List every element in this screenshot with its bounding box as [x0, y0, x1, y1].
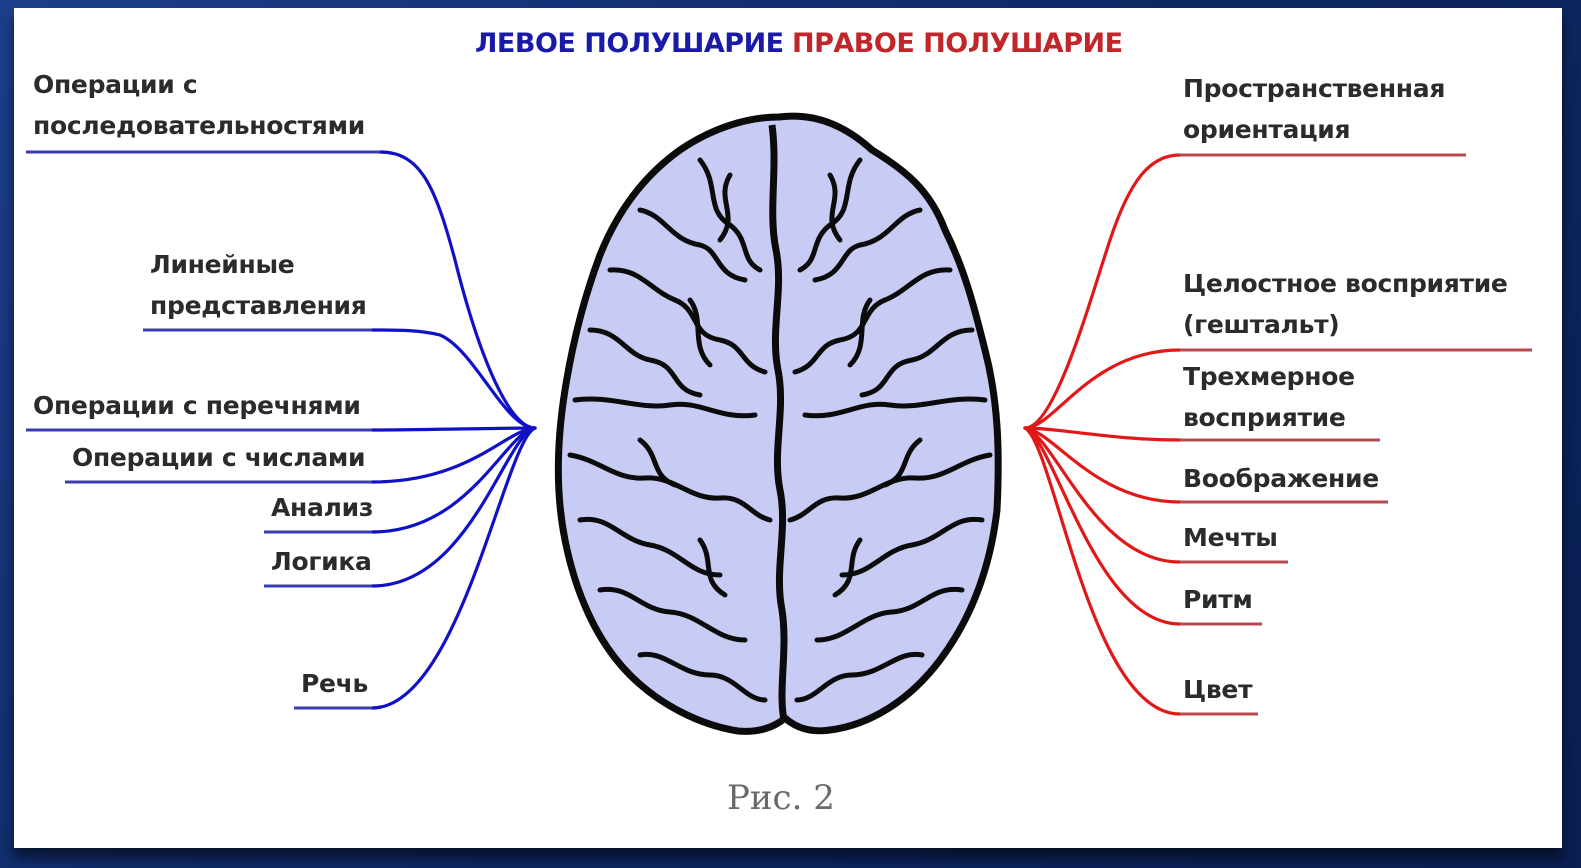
svg-text:Речь: Речь [301, 669, 368, 698]
left-fiber-5 [370, 426, 537, 534]
left-fiber-6 [370, 426, 537, 588]
left-fiber-2 [370, 328, 537, 430]
svg-text:Пространственная: Пространственная [1183, 74, 1445, 103]
left-item-sequences: Операции с последовательностями [26, 70, 380, 154]
left-fiber-3 [370, 426, 537, 432]
svg-text:Операции с: Операции с [33, 70, 197, 99]
right-item-3d-perception: Трехмерное восприятие [1180, 362, 1380, 442]
right-hemisphere-sulci [787, 157, 993, 703]
left-hemisphere-header: ЛЕВОЕ ПОЛУШАРИЕ [475, 28, 784, 59]
left-item-linear-representations: Линейные представления [143, 250, 372, 332]
right-fiber-1 [1023, 153, 1182, 430]
right-hemisphere-header: ПРАВОЕ ПОЛУШАРИЕ [792, 28, 1123, 59]
left-item-logic: Логика [264, 547, 372, 588]
left-item-numbers: Операции с числами [65, 443, 372, 484]
right-fiber-7 [1023, 426, 1182, 716]
left-hemisphere-sulci [567, 157, 773, 703]
left-item-speech: Речь [294, 669, 372, 710]
left-connection-fibers [370, 150, 537, 710]
left-fiber-7 [370, 426, 537, 710]
svg-text:(гештальт): (гештальт) [1183, 310, 1339, 339]
right-item-imagination: Воображение [1180, 464, 1388, 504]
right-fiber-2 [1023, 348, 1182, 430]
right-fiber-5 [1023, 426, 1182, 564]
left-fiber-4 [370, 426, 537, 484]
svg-text:Анализ: Анализ [271, 493, 373, 522]
svg-text:последовательностями: последовательностями [33, 111, 365, 140]
right-connection-fibers [1023, 153, 1182, 716]
right-item-dreams: Мечты [1180, 523, 1288, 564]
svg-text:Мечты: Мечты [1183, 523, 1278, 552]
right-fiber-6 [1023, 426, 1182, 626]
svg-text:восприятие: восприятие [1183, 403, 1346, 432]
left-item-analysis: Анализ [264, 493, 373, 534]
brain-illustration [554, 112, 1002, 735]
left-fiber-1 [378, 150, 537, 430]
figure-caption: Рис. 2 [727, 778, 835, 818]
svg-text:Линейные: Линейные [150, 250, 294, 279]
right-fiber-3 [1023, 426, 1182, 442]
right-item-spatial-orientation: Пространственная ориентация [1180, 74, 1466, 157]
svg-text:Цвет: Цвет [1183, 675, 1253, 704]
svg-text:Воображение: Воображение [1183, 464, 1379, 493]
svg-text:Логика: Логика [271, 547, 372, 576]
right-item-gestalt: Целостное восприятие (гештальт) [1180, 269, 1532, 352]
longitudinal-fissure [768, 124, 788, 721]
left-item-lists: Операции с перечнями [26, 391, 372, 432]
right-fiber-4 [1023, 426, 1182, 504]
right-functions: Пространственная ориентация Целостное во… [1180, 74, 1532, 716]
left-functions: Операции с последовательностями Линейные… [26, 70, 380, 710]
svg-text:ориентация: ориентация [1183, 115, 1350, 144]
svg-text:Операции с числами: Операции с числами [72, 443, 365, 472]
right-item-rhythm: Ритм [1180, 585, 1262, 626]
svg-text:представления: представления [150, 291, 367, 320]
svg-text:Операции с перечнями: Операции с перечнями [33, 391, 361, 420]
svg-text:Ритм: Ритм [1183, 585, 1253, 614]
svg-text:Целостное восприятие: Целостное восприятие [1183, 269, 1508, 298]
svg-text:Трехмерное: Трехмерное [1183, 362, 1355, 391]
right-item-color: Цвет [1180, 675, 1258, 716]
